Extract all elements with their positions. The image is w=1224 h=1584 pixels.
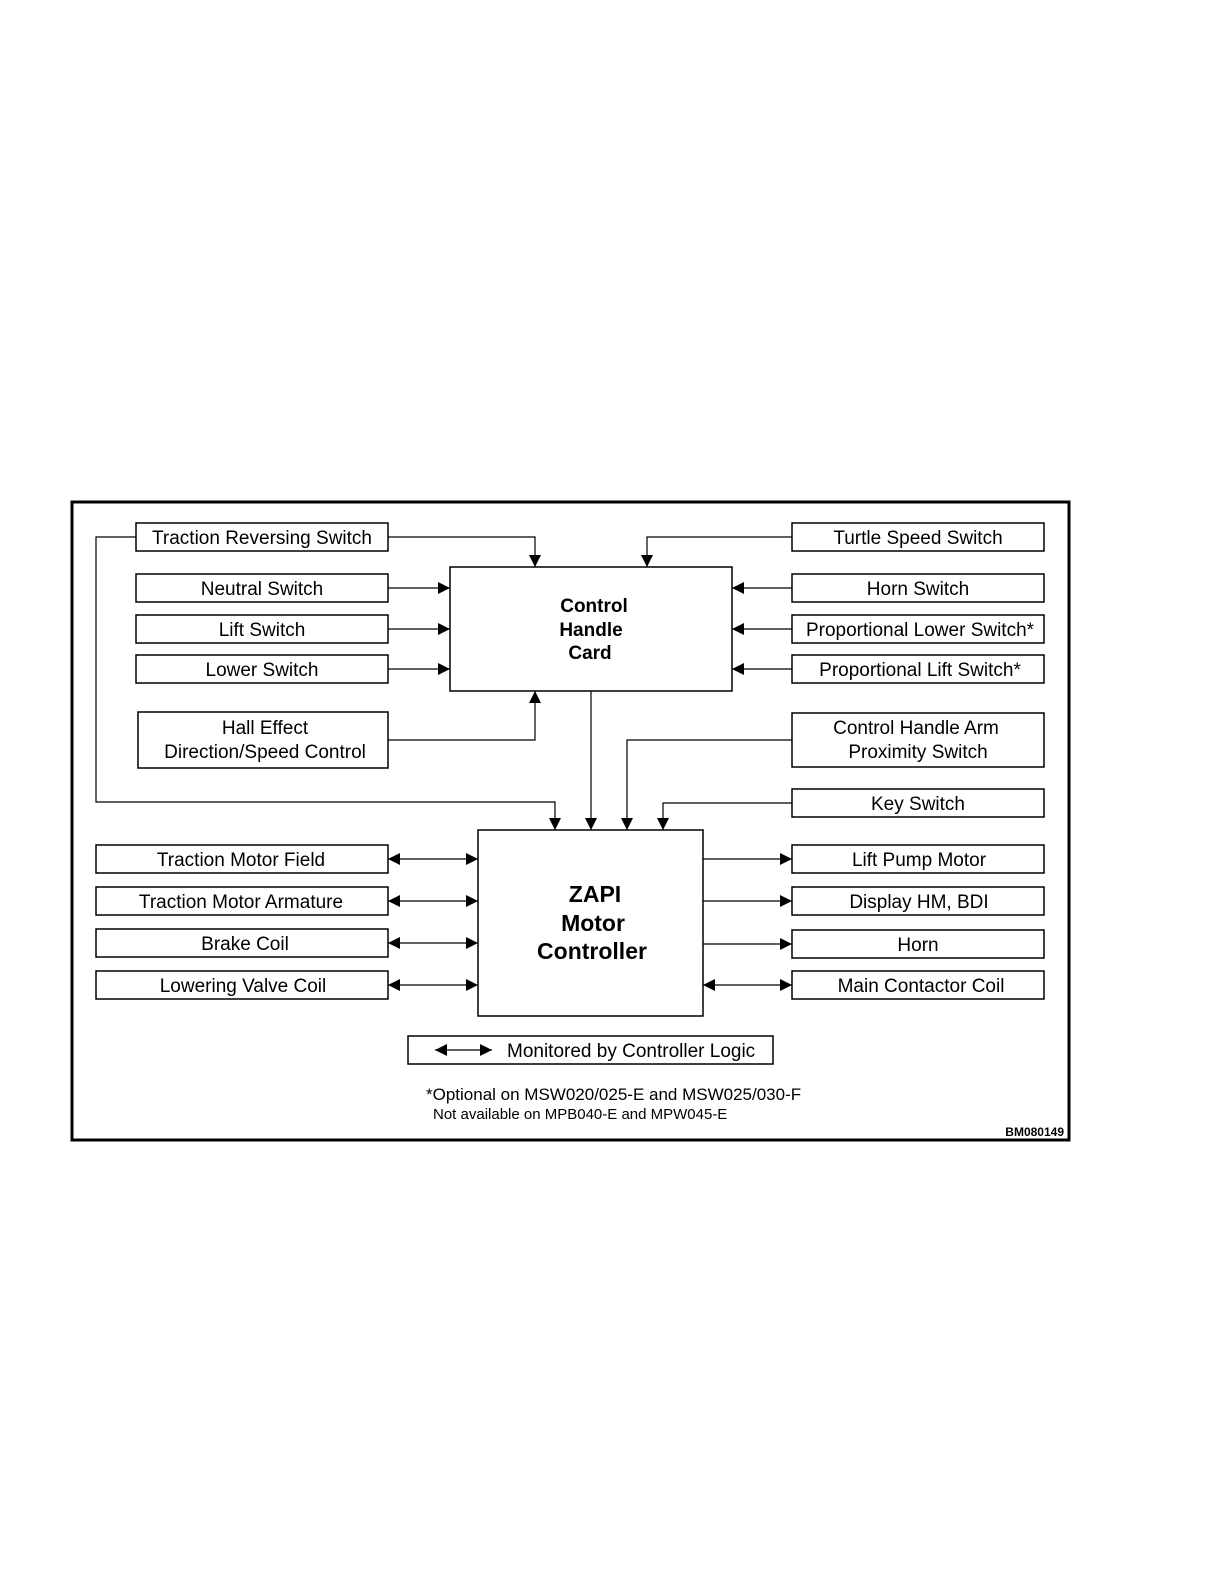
lower-switch-box: Lower Switch xyxy=(135,654,389,684)
traction-motor-field-label: Traction Motor Field xyxy=(157,850,325,871)
control-handle-card-line3: Card xyxy=(568,643,611,664)
brake-coil-box: Brake Coil xyxy=(95,928,389,958)
zapi-controller-box: ZAPI Motor Controller xyxy=(477,829,704,1017)
legend-label: Monitored by Controller Logic xyxy=(507,1041,755,1062)
neutral-switch-label: Neutral Switch xyxy=(201,579,324,600)
horn-box: Horn xyxy=(791,929,1045,959)
arm-proximity-switch-box: Control Handle Arm Proximity Switch xyxy=(791,712,1045,768)
hall-effect-label-line2: Direction/Speed Control xyxy=(164,742,366,763)
traction-motor-armature-label: Traction Motor Armature xyxy=(139,892,343,913)
arrow-traction-reversing-to-card xyxy=(388,536,541,567)
traction-reversing-switch-label: Traction Reversing Switch xyxy=(152,528,372,549)
lift-pump-motor-box: Lift Pump Motor xyxy=(791,844,1045,874)
lowering-valve-coil-label: Lowering Valve Coil xyxy=(160,976,327,997)
control-handle-card-line1: Control xyxy=(560,596,628,617)
lowering-valve-coil-box: Lowering Valve Coil xyxy=(95,970,389,1000)
turtle-speed-switch-label: Turtle Speed Switch xyxy=(833,528,1002,549)
arm-proximity-label-line2: Proximity Switch xyxy=(848,742,987,763)
display-box: Display HM, BDI xyxy=(791,886,1045,916)
arrow-arm-prox-to-controller xyxy=(621,739,792,830)
neutral-switch-box: Neutral Switch xyxy=(135,573,389,603)
arm-proximity-label-line1: Control Handle Arm xyxy=(833,718,999,739)
footnote-line2: Not available on MPB040-E and MPW045-E xyxy=(433,1106,727,1123)
lift-switch-label: Lift Switch xyxy=(219,620,306,641)
figure-id: BM080149 xyxy=(1005,1125,1064,1139)
lift-pump-motor-label: Lift Pump Motor xyxy=(852,850,987,871)
horn-label: Horn xyxy=(897,935,938,956)
horn-switch-label: Horn Switch xyxy=(867,579,969,600)
arrow-traction-reversing-to-controller xyxy=(95,536,561,830)
main-contactor-coil-label: Main Contactor Coil xyxy=(838,976,1005,997)
controller-line1: ZAPI xyxy=(569,881,621,907)
prop-lower-switch-box: Proportional Lower Switch* xyxy=(791,614,1045,644)
key-switch-label: Key Switch xyxy=(871,794,965,815)
footnote-line1: *Optional on MSW020/025-E and MSW025/030… xyxy=(426,1085,801,1104)
diagram-frame xyxy=(70,500,1071,1142)
display-label: Display HM, BDI xyxy=(849,892,988,913)
controller-line3: Controller xyxy=(537,938,647,964)
arrow-hall-to-card xyxy=(388,691,541,741)
connectors xyxy=(95,536,792,991)
main-contactor-coil-box: Main Contactor Coil xyxy=(791,970,1045,1000)
controller-line2: Motor xyxy=(561,910,625,936)
hall-effect-box: Hall Effect Direction/Speed Control xyxy=(137,711,389,769)
traction-motor-armature-box: Traction Motor Armature xyxy=(95,886,389,916)
prop-lift-switch-label: Proportional Lift Switch* xyxy=(819,660,1021,681)
lift-switch-box: Lift Switch xyxy=(135,614,389,644)
traction-reversing-switch-box: Traction Reversing Switch xyxy=(135,522,389,552)
traction-motor-field-box: Traction Motor Field xyxy=(95,844,389,874)
prop-lift-switch-box: Proportional Lift Switch* xyxy=(791,654,1045,684)
arrow-turtle-to-card xyxy=(641,536,792,567)
arrow-key-to-controller xyxy=(657,802,792,830)
lower-switch-label: Lower Switch xyxy=(206,660,319,681)
prop-lower-switch-label: Proportional Lower Switch* xyxy=(806,620,1035,641)
brake-coil-label: Brake Coil xyxy=(201,934,289,955)
horn-switch-box: Horn Switch xyxy=(791,573,1045,603)
legend-box: Monitored by Controller Logic xyxy=(407,1035,774,1065)
hall-effect-label-line1: Hall Effect xyxy=(222,718,309,739)
control-handle-card-box: Control Handle Card xyxy=(449,566,733,692)
key-switch-box: Key Switch xyxy=(791,788,1045,818)
turtle-speed-switch-box: Turtle Speed Switch xyxy=(791,522,1045,552)
control-handle-card-line2: Handle xyxy=(559,620,622,641)
